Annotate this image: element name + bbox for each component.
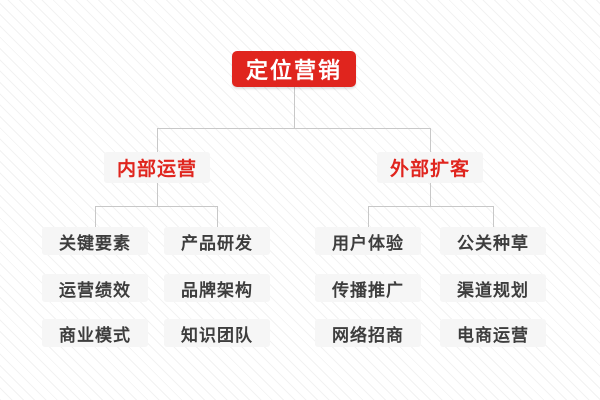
connector-line (157, 183, 158, 206)
leaf-node: 品牌架构 (164, 274, 270, 302)
leaf-node: 用户体验 (315, 227, 421, 255)
connector-line (430, 183, 431, 206)
leaf-node: 运营绩效 (42, 274, 148, 302)
connector-line (493, 206, 494, 227)
leaf-node: 电商运营 (440, 319, 546, 347)
connector-line (368, 206, 369, 227)
leaf-node: 产品研发 (164, 227, 270, 255)
branch-node-internal-operations: 内部运营 (104, 152, 210, 183)
connector-line (294, 87, 295, 128)
leaf-node: 商业模式 (42, 319, 148, 347)
connector-line (95, 206, 218, 207)
connector-line (430, 128, 431, 152)
leaf-node: 关键要素 (42, 227, 148, 255)
leaf-node: 公关种草 (440, 227, 546, 255)
leaf-node: 网络招商 (315, 319, 421, 347)
connector-line (157, 128, 431, 129)
leaf-node: 知识团队 (164, 319, 270, 347)
root-node: 定位营销 (232, 51, 356, 87)
connector-line (157, 128, 158, 152)
connector-line (217, 206, 218, 227)
connector-line (95, 206, 96, 227)
leaf-node: 传播推广 (315, 274, 421, 302)
leaf-node: 渠道规划 (440, 274, 546, 302)
branch-node-external-acquisition: 外部扩客 (377, 152, 483, 183)
connector-line (368, 206, 494, 207)
